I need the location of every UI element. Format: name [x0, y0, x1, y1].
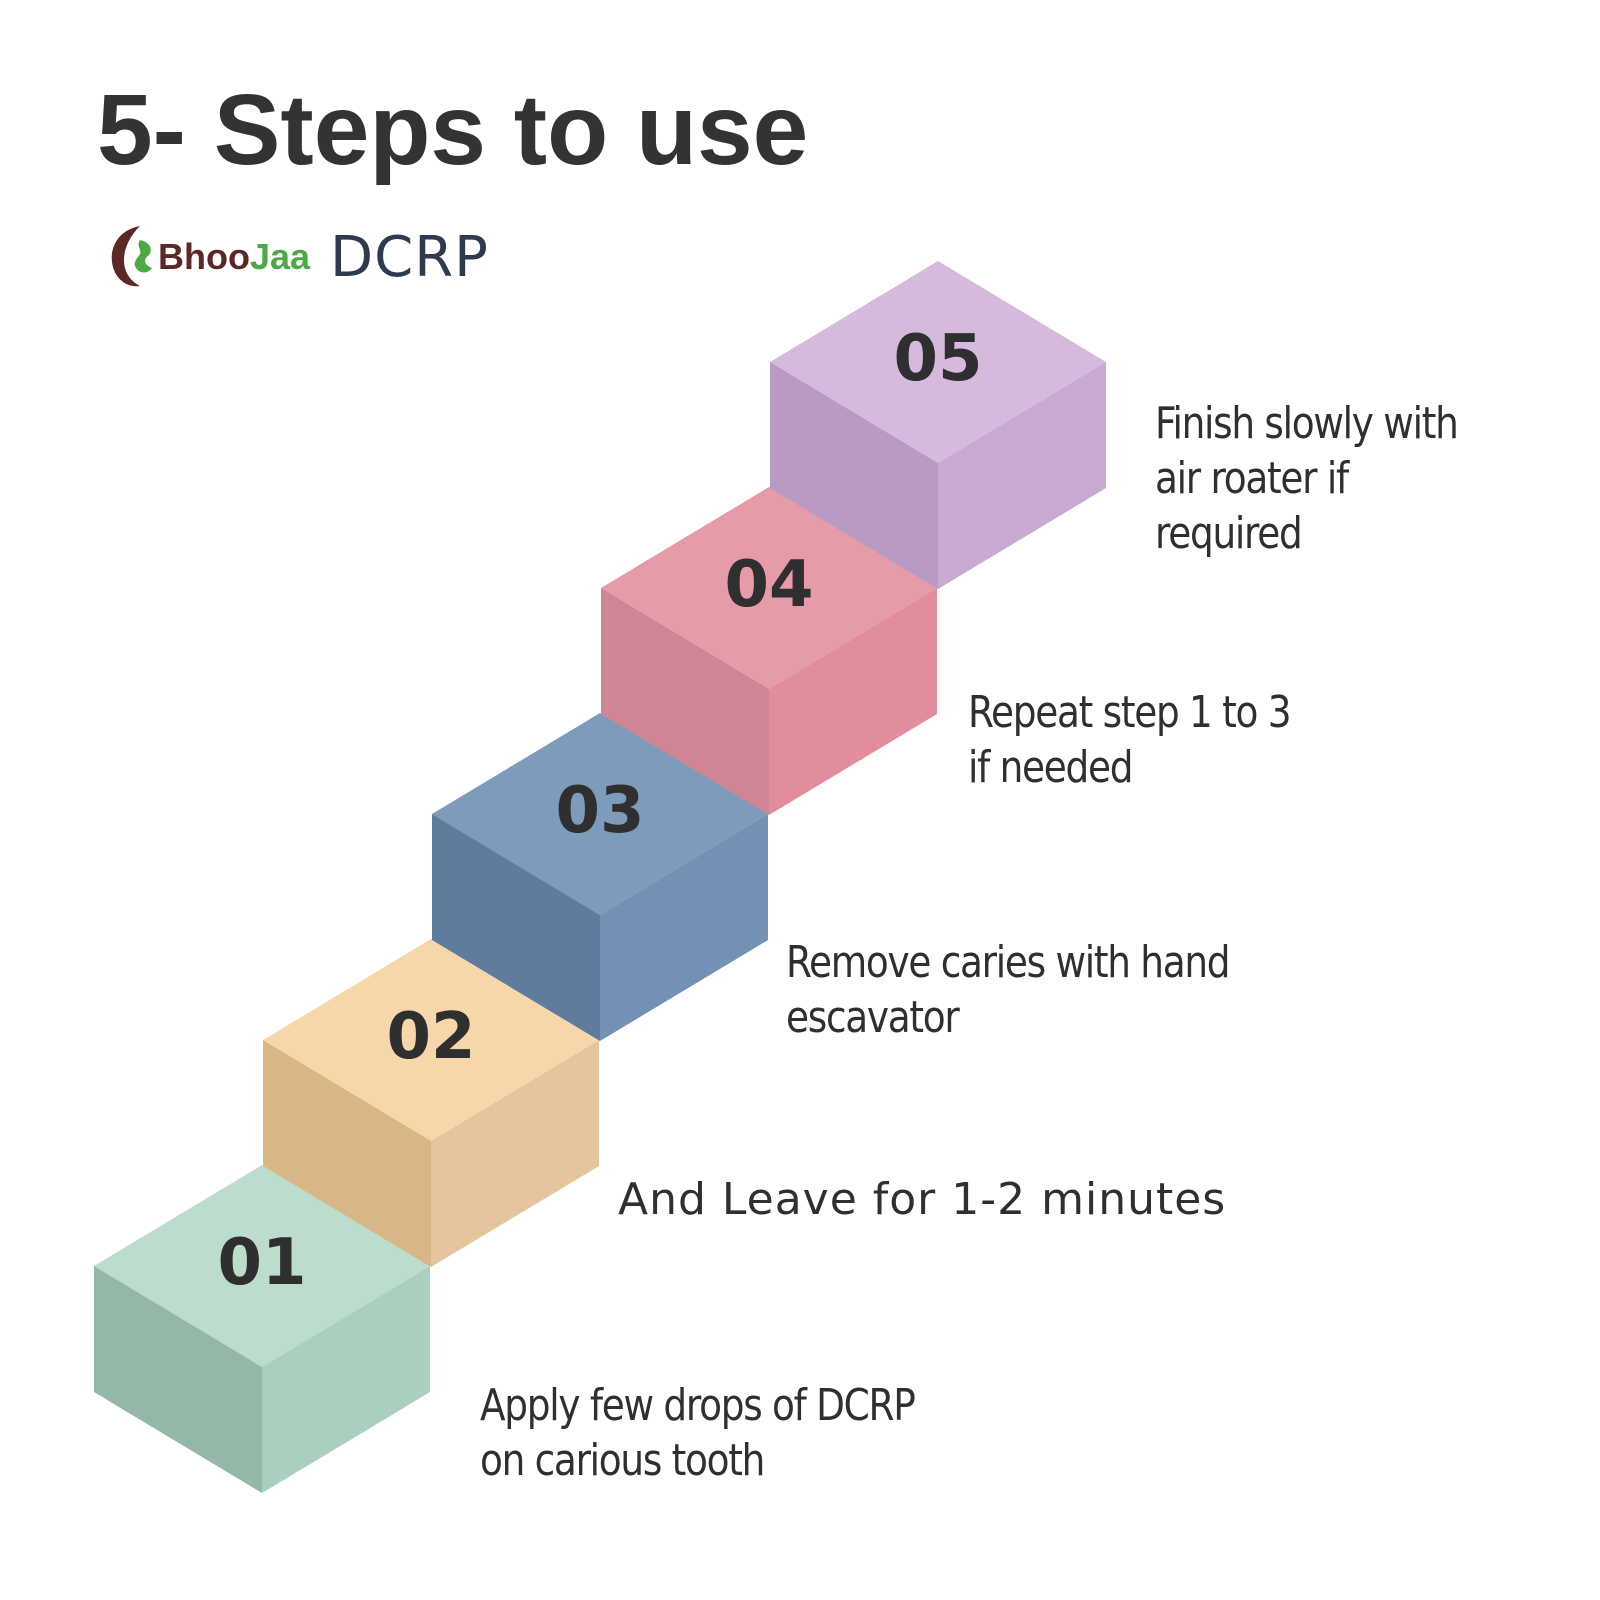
- cube-left-face: [770, 362, 938, 589]
- step-description-line: And Leave for 1-2 minutes: [618, 1174, 1227, 1225]
- step-description-line: air roater if: [1155, 453, 1349, 504]
- brand-name-bhoo: Bhoo: [158, 236, 250, 277]
- step-number-01: 01: [217, 1226, 306, 1300]
- product-name: DCRP: [330, 224, 489, 290]
- step-description-line: if needed: [968, 742, 1133, 793]
- step-cube-05: 05: [770, 261, 1106, 589]
- step-description-line: escavator: [786, 992, 960, 1043]
- step-cube-03: 03: [432, 713, 768, 1041]
- step-description-line: Finish slowly with: [1155, 398, 1459, 449]
- page-title: 5- Steps to use: [97, 74, 809, 186]
- brand-name-jaa: Jaa: [249, 236, 311, 277]
- step-number-04: 04: [724, 548, 813, 622]
- cube-right-face: [769, 588, 937, 815]
- cube-left-face: [94, 1266, 262, 1493]
- step-number-02: 02: [386, 1000, 475, 1074]
- cube-right-face: [600, 814, 768, 1041]
- step-number-03: 03: [555, 774, 644, 848]
- cube-right-face: [938, 362, 1106, 589]
- step-description-line: required: [1155, 508, 1303, 559]
- cube-right-face: [262, 1266, 430, 1493]
- cube-left-face: [601, 588, 769, 815]
- cube-left-face: [432, 814, 600, 1041]
- step-description-line: Remove caries with hand: [786, 937, 1231, 988]
- cube-right-face: [431, 1040, 599, 1267]
- step-description-02: And Leave for 1-2 minutes: [618, 1172, 1226, 1227]
- step-description-line: Apply few drops of DCRP: [480, 1380, 916, 1431]
- cube-left-face: [263, 1040, 431, 1267]
- step-number-05: 05: [893, 322, 982, 396]
- step-description-line: on carious tooth: [480, 1435, 765, 1486]
- bhoojaa-logo-icon: [111, 226, 152, 287]
- step-description-line: Repeat step 1 to 3: [968, 687, 1292, 738]
